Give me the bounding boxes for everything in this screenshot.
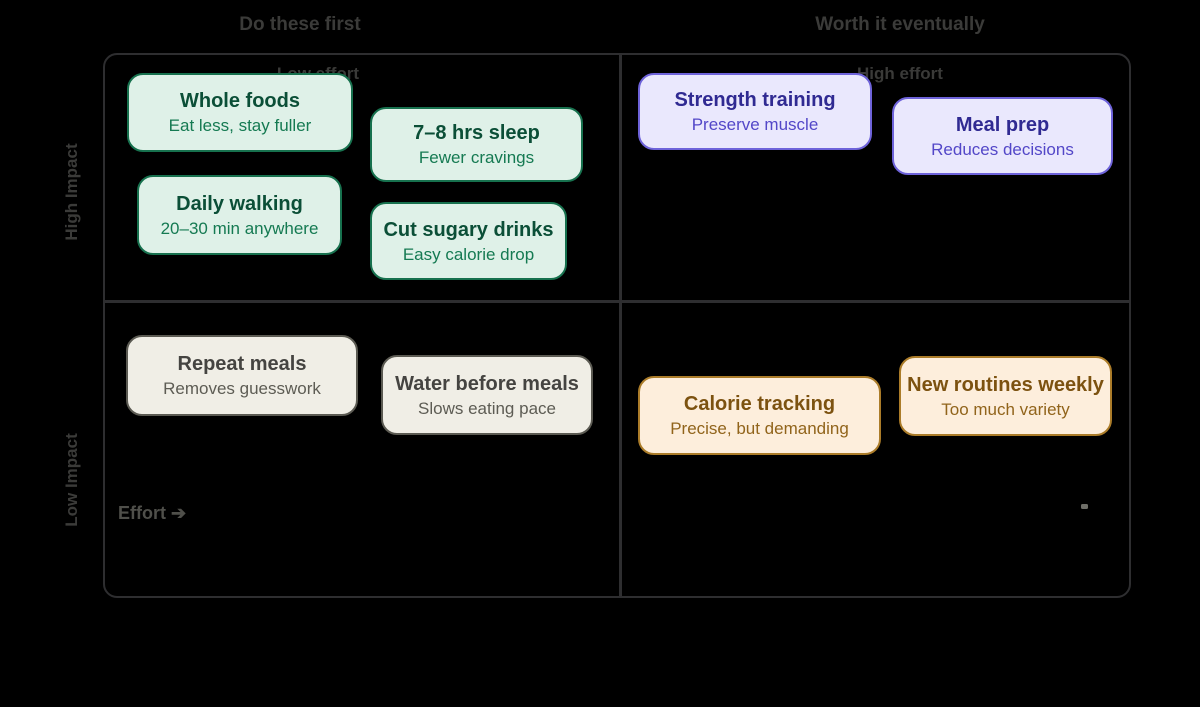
card-subtitle: Precise, but demanding <box>670 419 849 439</box>
x-axis-label-effort: Effort ➔ <box>118 503 187 523</box>
card-whole-foods: Whole foods Eat less, stay fuller <box>127 73 353 152</box>
card-calorie-tracking: Calorie tracking Precise, but demanding <box>638 376 881 455</box>
card-title: Calorie tracking <box>683 393 836 416</box>
card-meal-prep: Meal prep Reduces decisions <box>892 97 1113 175</box>
card-subtitle: Slows eating pace <box>418 398 556 418</box>
card-title: Whole foods <box>180 90 300 113</box>
y-axis-label-low-impact: Low Impact <box>62 433 81 527</box>
column-header-do-these-first: Do these first <box>239 14 361 35</box>
stray-artifact <box>1081 504 1088 509</box>
card-title: 7–8 hrs sleep <box>413 122 540 145</box>
y-axis-label-high-impact: High Impact <box>62 143 81 241</box>
card-repeat-meals: Repeat meals Removes guesswork <box>126 335 358 416</box>
card-sleep: 7–8 hrs sleep Fewer cravings <box>370 107 583 182</box>
card-cut-sugary-drinks: Cut sugary drinks Easy calorie drop <box>370 202 567 280</box>
matrix-grid <box>103 53 1131 598</box>
card-subtitle: Reduces decisions <box>931 139 1074 159</box>
card-subtitle: Removes guesswork <box>163 379 321 399</box>
column-header-worth-it-eventually: Worth it eventually <box>815 14 985 35</box>
card-strength-training: Strength training Preserve muscle <box>638 73 872 150</box>
card-subtitle: Too much variety <box>941 399 1070 419</box>
card-title: Strength training <box>674 89 836 112</box>
card-title: Repeat meals <box>177 353 307 376</box>
card-subtitle: Eat less, stay fuller <box>168 116 312 136</box>
card-daily-walking: Daily walking 20–30 min anywhere <box>137 175 342 255</box>
vertical-divider <box>619 55 622 596</box>
card-title: Meal prep <box>955 113 1050 136</box>
card-title: Cut sugary drinks <box>383 218 554 241</box>
card-subtitle: Fewer cravings <box>418 148 535 168</box>
card-subtitle: Preserve muscle <box>691 115 819 135</box>
card-subtitle: Easy calorie drop <box>402 244 535 264</box>
horizontal-divider <box>105 300 1129 303</box>
quadrant-label-high-effort: High effort <box>857 64 943 83</box>
card-title: Daily walking <box>176 192 303 215</box>
card-subtitle: 20–30 min anywhere <box>160 218 319 238</box>
card-water-before-meals: Water before meals Slows eating pace <box>381 355 593 435</box>
card-new-routines-weekly: New routines weekly Too much variety <box>899 356 1112 436</box>
card-title: Water before meals <box>395 372 579 395</box>
card-title: New routines weekly <box>907 373 1104 396</box>
